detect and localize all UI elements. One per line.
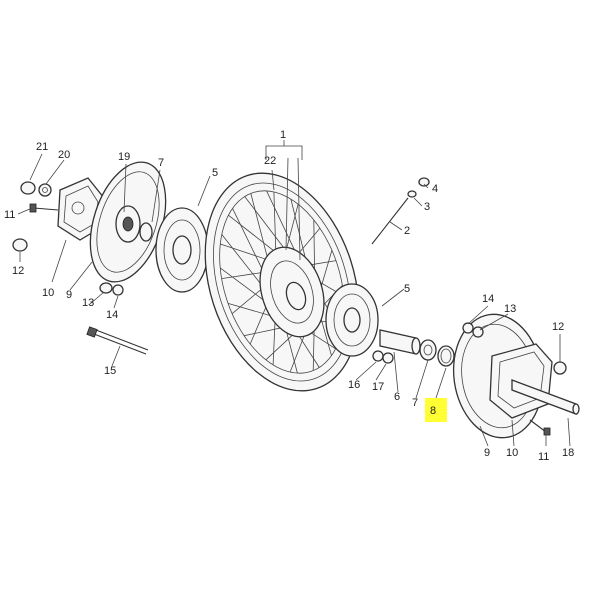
callout-14-left: 14 <box>106 309 118 321</box>
callout-5-left: 5 <box>212 167 218 179</box>
washer-17 <box>382 352 394 364</box>
bolt-11-left <box>29 203 59 213</box>
nut-16 <box>372 350 384 362</box>
left-hub-flange-5 <box>155 207 209 293</box>
washer-14-left <box>112 284 124 296</box>
wheel-spoke <box>273 191 277 259</box>
wheel-spoke <box>244 196 291 257</box>
wheel-spoke <box>220 243 273 262</box>
nut-12-left <box>12 238 28 252</box>
nipple-cap-4 <box>418 177 430 187</box>
right-hub-flange-5 <box>325 283 379 357</box>
washer-13-right <box>472 326 484 338</box>
highlight-box <box>425 398 447 422</box>
callout-13-left: 13 <box>82 297 94 309</box>
callout-15: 15 <box>104 365 116 377</box>
washer-20 <box>38 183 52 197</box>
bearing-7 <box>419 339 437 361</box>
callout-7-left: 7 <box>158 157 164 169</box>
callout-2: 2 <box>404 225 410 237</box>
wheel-spoke <box>221 271 268 279</box>
bolt-11-right <box>529 419 551 436</box>
nut-14-right <box>462 322 474 334</box>
callout-13-right: 13 <box>504 303 516 315</box>
wheel-spoke <box>228 214 281 257</box>
spoked-wheel-1 <box>204 172 360 392</box>
callout-11-left: 11 <box>4 209 15 221</box>
callout-18: 18 <box>562 447 574 459</box>
nut-12-right <box>553 361 567 375</box>
leader-lines <box>17 140 571 447</box>
callout-20: 20 <box>58 149 70 161</box>
callout-12-left: 12 <box>12 265 24 277</box>
seal-8 <box>437 345 455 367</box>
cap-nut-21 <box>20 181 36 195</box>
callout-17: 17 <box>372 381 384 393</box>
left-spacer-7 <box>139 222 153 242</box>
callout-10-right: 10 <box>506 447 518 459</box>
callout-11-right: 11 <box>538 451 549 463</box>
callout-14-right: 14 <box>482 293 494 305</box>
right-caliper-bracket-10 <box>489 343 553 419</box>
nut-13-left <box>99 282 113 294</box>
axle-sleeve-18 <box>511 379 580 415</box>
callout-22: 22 <box>264 155 276 167</box>
axle-15 <box>86 326 149 355</box>
spacer-6 <box>379 329 421 355</box>
nipple-3 <box>407 190 417 198</box>
callout-8: 8 <box>430 405 436 417</box>
callout-5-right: 5 <box>404 283 410 295</box>
callout-6: 6 <box>394 391 400 403</box>
wheel-spoke <box>232 208 267 279</box>
callout-7-right: 7 <box>412 397 418 409</box>
wheel-spoke <box>250 193 270 267</box>
callout-1: 1 <box>280 129 286 141</box>
wheel-spoke <box>284 204 299 256</box>
callout-3: 3 <box>424 201 430 213</box>
callout-4: 4 <box>432 183 438 195</box>
callout-21: 21 <box>36 141 48 153</box>
callout-labels: 1 2 3 4 5 5 6 7 7 8 9 9 10 10 11 11 12 1… <box>4 129 574 463</box>
callout-10-left: 10 <box>42 287 54 299</box>
callout-9-left: 9 <box>66 289 72 301</box>
spoke-2 <box>371 197 409 245</box>
callout-9-right: 9 <box>484 447 490 459</box>
callout-16: 16 <box>348 379 360 391</box>
callout-12-right: 12 <box>552 321 564 333</box>
left-brake-disc <box>89 161 167 283</box>
callout-19: 19 <box>118 151 130 163</box>
